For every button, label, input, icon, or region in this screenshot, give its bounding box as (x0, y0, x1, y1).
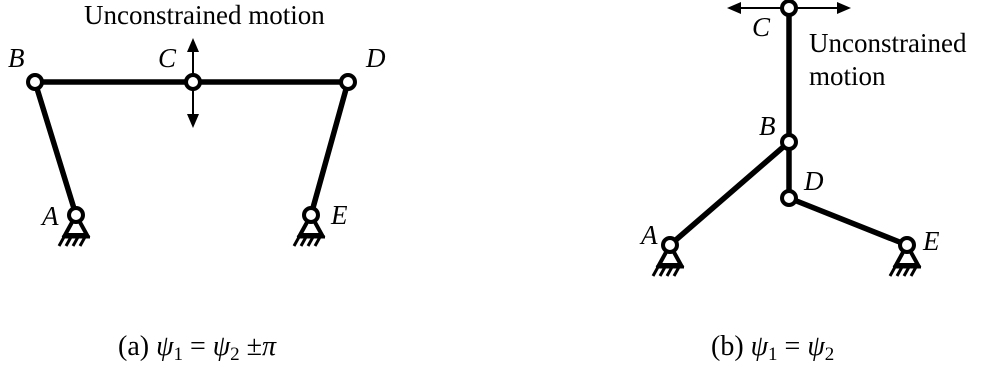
label-e-a: E (330, 200, 348, 230)
annotation-a: Unconstrained motion (84, 0, 325, 30)
link-ab-a (32, 79, 79, 218)
caption-b: (b) ψ1 = ψ2 (711, 331, 834, 365)
panel-b: C B D A E Unconstrained motion (b) ψ1 = … (639, 0, 967, 365)
joint-e-a (302, 206, 320, 224)
joint-e-b (898, 236, 916, 254)
joint-c-a (184, 73, 202, 91)
link-de-a (308, 79, 351, 218)
joint-a-a (67, 206, 85, 224)
joint-b-b (780, 133, 798, 151)
joint-d-b (780, 189, 798, 207)
caption-a: (a) ψ1 = ψ2 ±π (118, 331, 277, 365)
joint-a-b (661, 236, 679, 254)
label-d-b: D (803, 166, 824, 196)
panel-a: Unconstrained motion B C D A E (a) ψ1 = … (8, 0, 386, 365)
label-d-a: D (365, 43, 386, 73)
label-a-b: A (639, 220, 658, 250)
label-c-a: C (158, 43, 177, 73)
annotation-b-line1: Unconstrained (809, 28, 967, 58)
link-de-b (786, 195, 910, 248)
joint-d-a (339, 73, 357, 91)
label-a-a: A (40, 201, 59, 231)
link-ba-b (667, 139, 792, 248)
label-c-b: C (752, 12, 771, 42)
label-b-a: B (8, 43, 25, 73)
label-e-b: E (922, 226, 940, 256)
joint-c-b (780, 0, 798, 17)
label-b-b: B (759, 111, 776, 141)
joint-b-a (26, 73, 44, 91)
annotation-b-line2: motion (809, 61, 886, 91)
